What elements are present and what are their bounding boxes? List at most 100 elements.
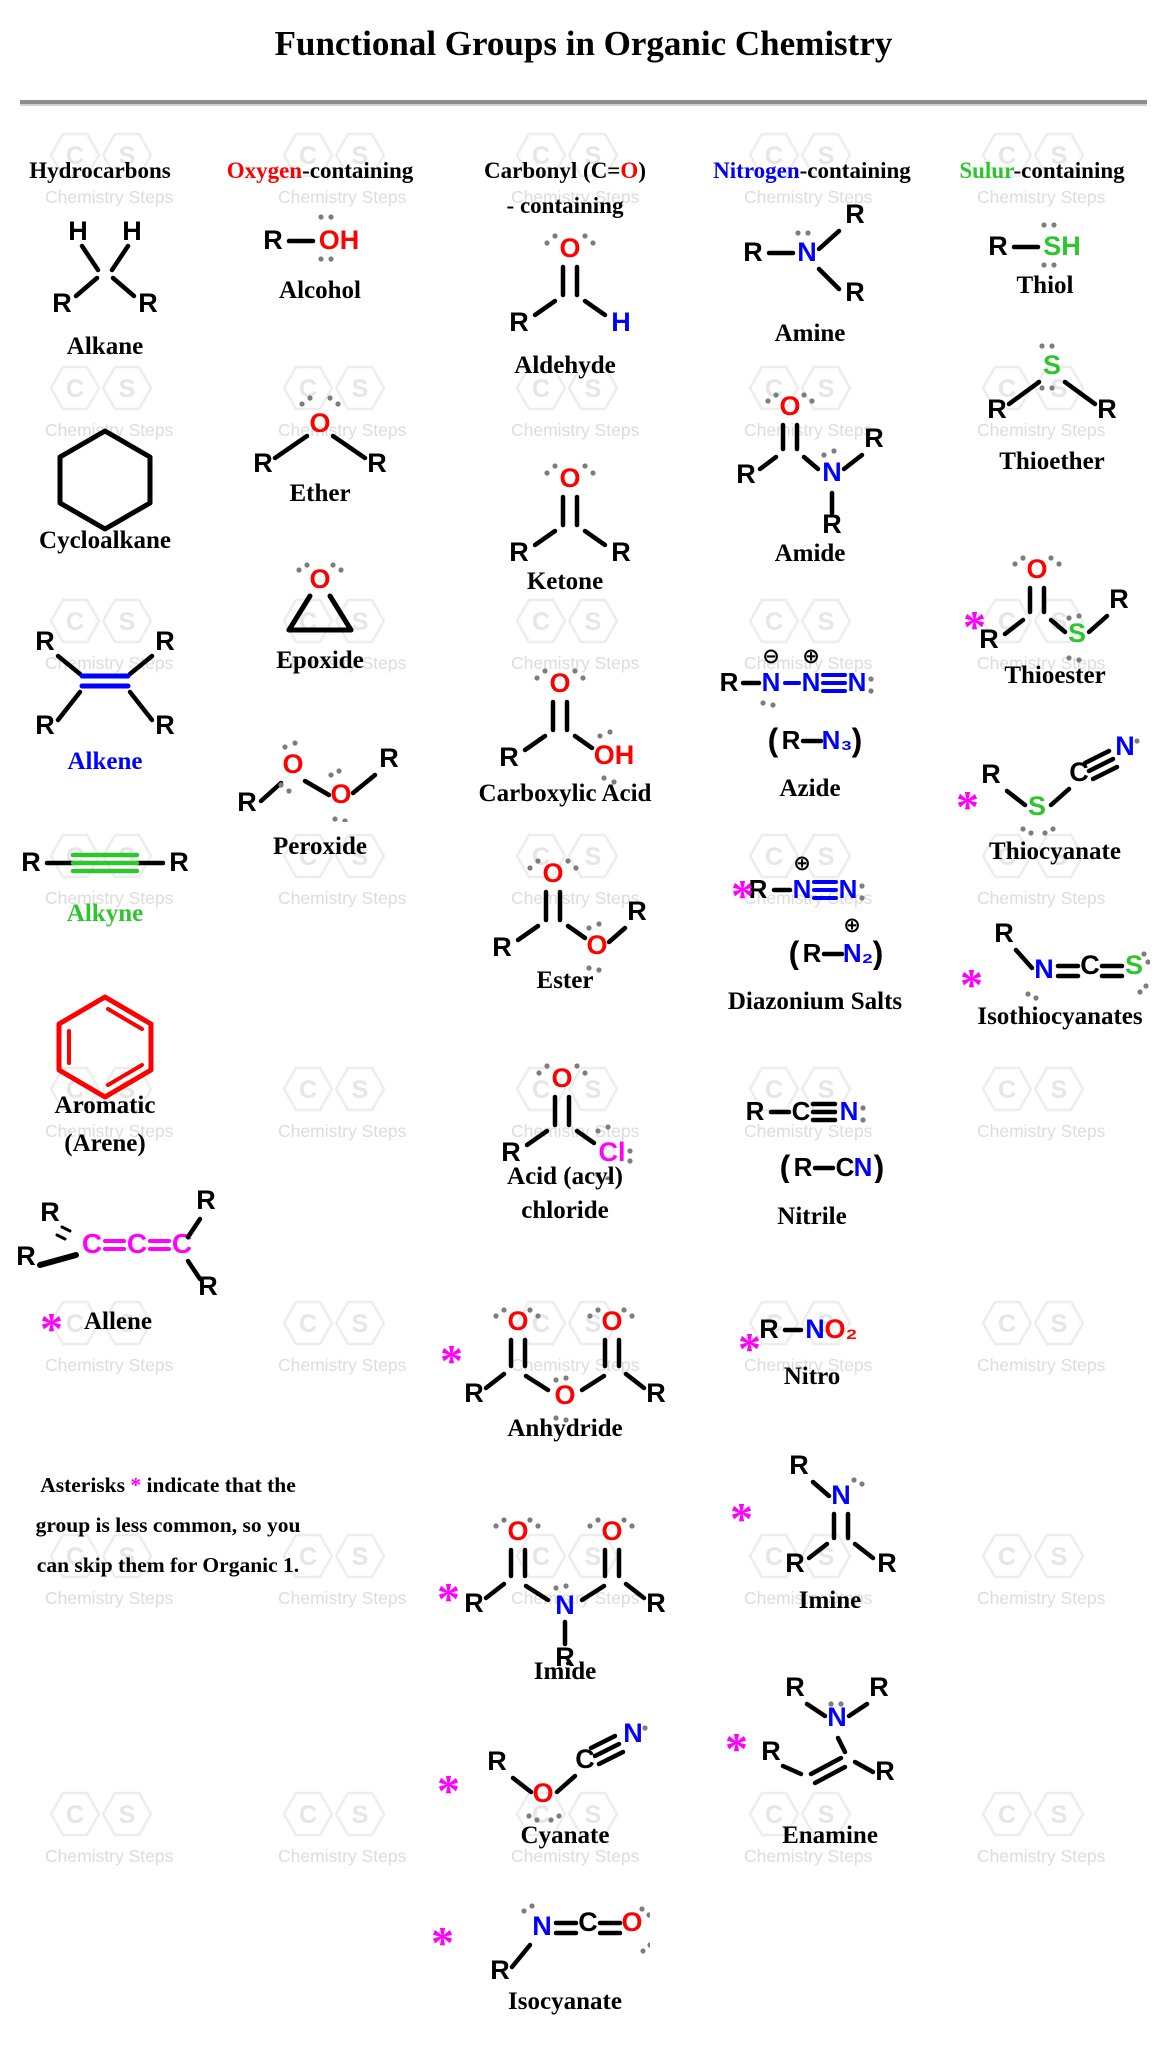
atom-label: R	[746, 1096, 765, 1126]
atom-label: R	[720, 667, 739, 697]
atom-label: O	[601, 1516, 622, 1546]
atom-label: OH	[594, 740, 635, 770]
atom-label: R	[263, 225, 283, 255]
thiocyanate-asterisk: *	[956, 781, 979, 832]
atom-label: ⊕	[843, 914, 861, 937]
atom-label: ⊕	[793, 852, 811, 875]
watermark-text: Chemistry Steps	[278, 1121, 407, 1141]
atom-label: Cl	[599, 1137, 626, 1167]
atom-label: R	[492, 932, 512, 962]
header-part: Sulur	[959, 158, 1014, 183]
atom-label: OH	[319, 225, 360, 255]
atom-label: R	[845, 199, 865, 229]
atom-label: R	[646, 1588, 666, 1618]
isothiocyanates-label: Isothiocyanates	[977, 1003, 1143, 1030]
column-header-3: Nitrogen-containing	[662, 158, 962, 184]
atom-label: N₃	[822, 725, 853, 755]
note-segment: can skip them for Organic 1.	[36, 1553, 300, 1577]
watermark-letter: C	[299, 1801, 317, 1829]
imide-asterisk: *	[437, 1573, 460, 1624]
watermark-letter: C	[765, 608, 783, 636]
atom-label: R	[16, 1241, 36, 1271]
watermark-letter: C	[66, 375, 84, 403]
atom-label: H	[68, 216, 88, 246]
thioether-label: Thioether	[999, 448, 1105, 475]
atom-label: O	[282, 749, 303, 779]
watermark-text: Chemistry Steps	[278, 1846, 407, 1866]
atom-label: N	[848, 667, 867, 697]
note-line: Asterisks * indicate that the	[18, 1465, 318, 1505]
atom-label: R	[761, 1736, 781, 1766]
atom-label: N	[793, 874, 812, 904]
divider-line	[20, 100, 1147, 106]
watermark-letter: C	[998, 1076, 1016, 1104]
cycloalkane-label: Cycloalkane	[39, 527, 171, 554]
atom-label: R	[803, 938, 822, 968]
isothiocyanates-asterisk: *	[960, 959, 983, 1010]
atom-label: R	[789, 1450, 809, 1480]
anhydride-label: Anhydride	[507, 1415, 623, 1442]
aromatic-structure	[45, 989, 165, 1109]
atom-label: O₂	[825, 1314, 858, 1344]
atom-label: N	[827, 1702, 847, 1732]
watermark-text: Chemistry Steps	[977, 888, 1106, 908]
header-part: Hydrocarbons	[29, 158, 171, 183]
atom-label: R	[487, 1746, 507, 1776]
atom-label: C	[1080, 950, 1100, 980]
atom-label: (	[780, 1149, 791, 1183]
atom-label: S	[1043, 350, 1061, 380]
aromatic-label: Aromatic	[54, 1092, 156, 1119]
aromatic-label-2: (Arene)	[64, 1130, 146, 1157]
column-header-2: Carbonyl (C=O)	[415, 158, 715, 184]
watermark-letter: S	[352, 1543, 369, 1571]
atom-label: R	[237, 787, 257, 817]
atom-label: R	[52, 288, 72, 318]
watermark-letter: C	[998, 1801, 1016, 1829]
atom-label: R	[785, 1672, 805, 1702]
watermark-text: Chemistry Steps	[45, 1355, 174, 1375]
watermark-text: Chemistry Steps	[278, 1355, 407, 1375]
atom-label: O	[559, 233, 580, 263]
watermark-text: Chemistry Steps	[278, 1588, 407, 1608]
atom-label: O	[507, 1306, 528, 1336]
note-segment: indicate that the	[141, 1473, 296, 1497]
alkane-label: Alkane	[66, 333, 144, 360]
atom-label: R	[877, 1548, 897, 1578]
watermark-letter: S	[119, 375, 136, 403]
watermark-letter: C	[998, 1543, 1016, 1571]
alcohol-label: Alcohol	[279, 277, 361, 304]
atom-label: R	[138, 288, 158, 318]
note-segment: Asterisks	[40, 1473, 131, 1497]
column-header-0: Hydrocarbons	[0, 158, 250, 184]
atom-label: ⊖	[762, 645, 780, 668]
atom-label: R	[555, 1642, 575, 1672]
imine-label: Imine	[798, 1587, 862, 1614]
atom-label: O	[330, 779, 351, 809]
peroxide-label: Peroxide	[273, 833, 367, 860]
aldehyde-label: Aldehyde	[514, 352, 616, 379]
watermark-letter: C	[299, 1310, 317, 1338]
isocyanate-label: Isocyanate	[508, 1988, 622, 2015]
atom-label: C	[127, 1228, 147, 1259]
nitro-label: Nitro	[783, 1363, 841, 1390]
atom-label: N	[762, 667, 781, 697]
atom-label: S	[1068, 618, 1086, 648]
note-segment: *	[130, 1473, 142, 1497]
watermark-text: Chemistry Steps	[45, 187, 174, 207]
